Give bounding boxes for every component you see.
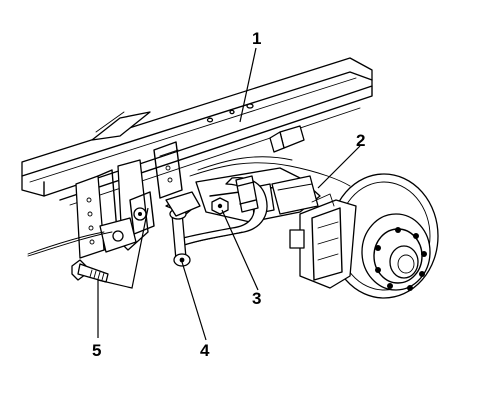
stabilizer-bar-nut-icon bbox=[211, 197, 229, 215]
callout-4: 4 bbox=[200, 341, 210, 360]
leader-2 bbox=[317, 145, 361, 189]
callout-1: 1 bbox=[252, 29, 261, 48]
leader-lines bbox=[97, 47, 361, 341]
stabilizer-bar-link-icon bbox=[165, 191, 201, 267]
callout-5: 5 bbox=[92, 341, 101, 360]
frame-rail-icon bbox=[21, 57, 373, 206]
leader-1 bbox=[239, 47, 257, 123]
callout-3: 3 bbox=[252, 289, 261, 308]
leader-3 bbox=[221, 209, 259, 291]
callout-2: 2 bbox=[356, 131, 365, 150]
brake-line-icon bbox=[27, 156, 351, 257]
leader-4 bbox=[181, 261, 207, 341]
leader-5b bbox=[97, 207, 149, 289]
frame-bracket-icon bbox=[75, 141, 183, 259]
brake-rotor-hub-icon bbox=[289, 173, 439, 299]
mounting-bolt-icon bbox=[71, 259, 109, 283]
